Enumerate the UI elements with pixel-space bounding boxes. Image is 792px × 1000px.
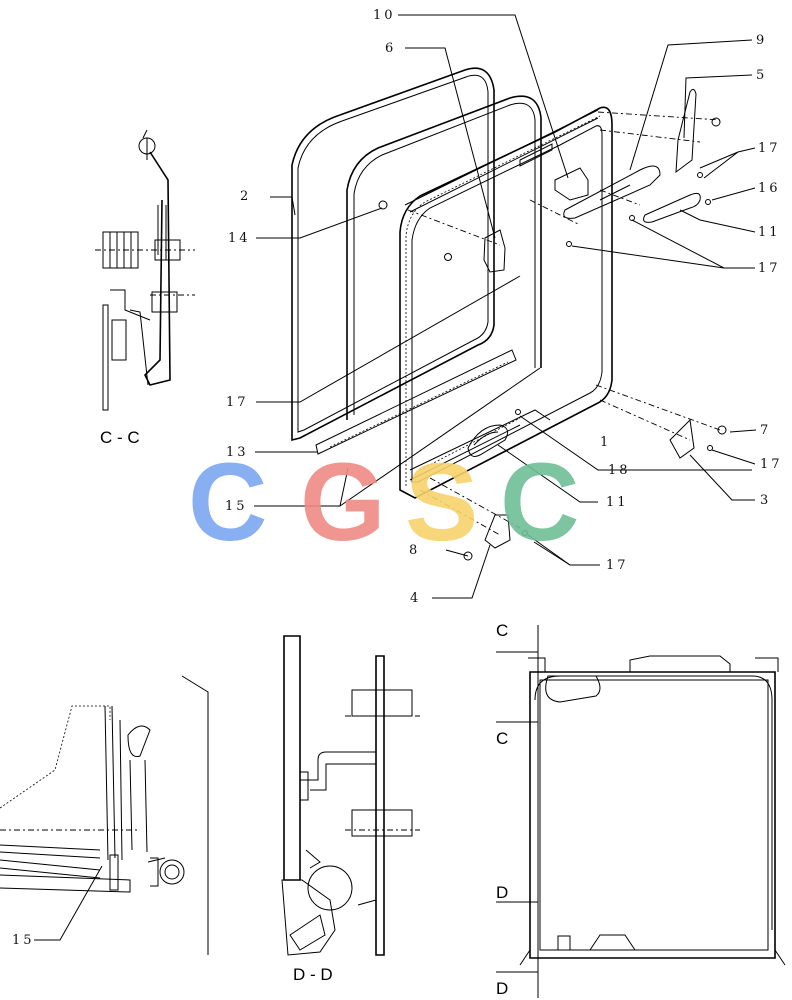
callout-11-b: 11 <box>606 495 629 510</box>
watermark-letter-g: G <box>300 441 386 564</box>
callout-17-a: 17 <box>758 141 781 156</box>
bracket-6 <box>483 229 506 273</box>
seal-frame-inner <box>353 102 536 415</box>
door-frame-outer <box>399 106 613 499</box>
leader-lines <box>254 14 757 599</box>
callout-17-d: 17 <box>760 457 783 472</box>
callout-11-a: 11 <box>758 225 781 240</box>
callout-18: 18 <box>608 463 631 478</box>
bracket-4 <box>484 514 511 549</box>
bottom-strip-dots <box>329 361 509 448</box>
callout-17-c: 17 <box>226 395 249 410</box>
callouts: 10 6 9 5 17 16 2 11 14 17 17 7 1 13 17 1… <box>225 8 783 606</box>
callout-7: 7 <box>760 423 771 438</box>
section-label-dd: D - D <box>293 965 333 984</box>
section-marker-d-mid: D <box>496 883 508 902</box>
door-frame-mid <box>405 115 601 486</box>
callout-15-a: 15 <box>225 499 248 514</box>
glass-pane-outer <box>291 67 495 442</box>
section-marker-d-bot: D <box>496 979 508 998</box>
callout-8: 8 <box>409 543 420 558</box>
callout-17-e: 17 <box>606 558 629 573</box>
inner-rail <box>409 409 551 481</box>
alignment-lines <box>407 111 721 536</box>
door-frame-inner <box>411 125 603 483</box>
callout-4: 4 <box>410 591 421 606</box>
callout-2: 2 <box>240 189 251 204</box>
callout-10: 10 <box>373 8 396 23</box>
hinge-9 <box>563 165 661 219</box>
watermark: C G S C <box>188 441 579 564</box>
callout-16: 16 <box>758 181 781 196</box>
callout-1: 1 <box>600 435 611 450</box>
section-c-c: C - C <box>95 129 195 447</box>
callout-6: 6 <box>385 41 396 56</box>
callout-5: 5 <box>756 68 767 83</box>
front-view: C C D D <box>496 621 786 998</box>
seal-frame <box>346 95 542 420</box>
bracket-10 <box>554 167 589 201</box>
section-marker-c-mid: C <box>496 729 508 748</box>
section-label-cc: C - C <box>100 428 140 447</box>
callout-13: 13 <box>226 445 249 460</box>
section-d-d: D - D <box>281 635 420 984</box>
bottom-strip <box>315 349 517 455</box>
callout-14: 14 <box>228 231 251 246</box>
watermark-letter-s: S <box>405 441 478 564</box>
callout-17-b: 17 <box>758 261 781 276</box>
top-rail <box>404 109 599 213</box>
detail-view-15: 15 <box>0 675 209 955</box>
upper-handle <box>643 192 701 223</box>
callout-3: 3 <box>760 493 771 508</box>
exploded-view: 10 6 9 5 17 16 2 11 14 17 17 7 1 13 17 1… <box>225 8 783 606</box>
watermark-letter-c1: C <box>188 441 267 564</box>
bracket-3 <box>669 418 695 459</box>
callout-15-b: 15 <box>12 933 35 948</box>
callout-9: 9 <box>756 33 767 48</box>
section-marker-c-top: C <box>496 621 508 640</box>
fasteners <box>378 117 727 561</box>
watermark-letter-c2: C <box>500 441 579 564</box>
glass-pane-inner <box>297 74 489 433</box>
bracket-5 <box>675 88 697 174</box>
lower-handle <box>467 424 509 457</box>
